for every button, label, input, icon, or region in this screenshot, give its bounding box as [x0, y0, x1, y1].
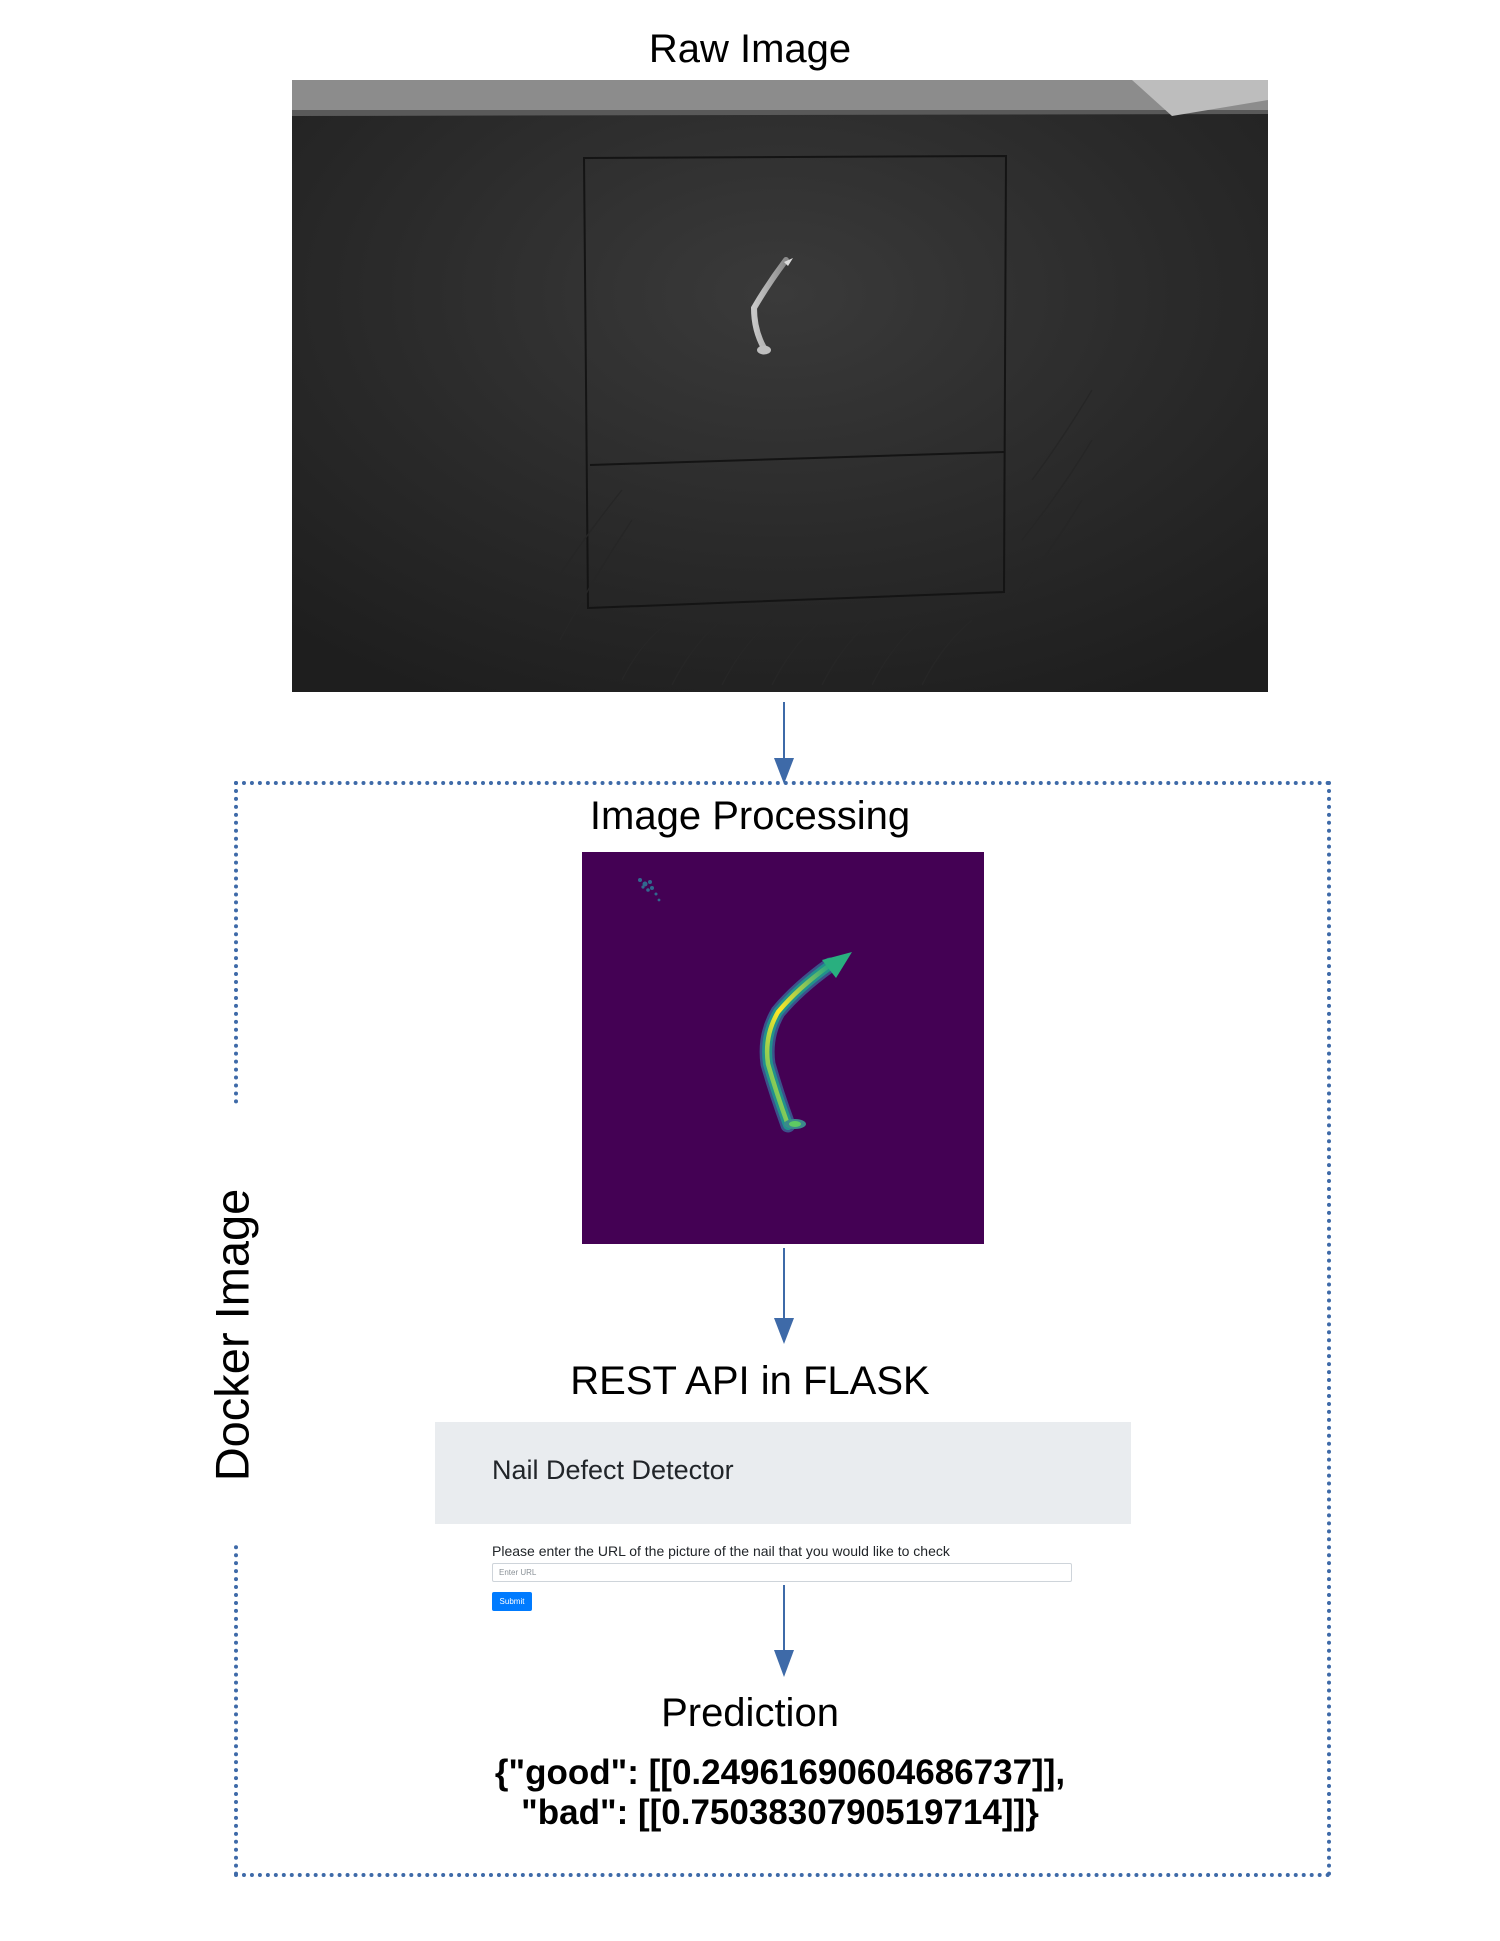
raw-image-title: Raw Image — [648, 27, 852, 71]
docker-label-gap — [206, 1104, 266, 1544]
prediction-output-line-1: {"good": [[0.24961690604686737]], — [494, 1753, 1066, 1792]
submit-button[interactable]: Submit — [492, 1592, 532, 1611]
processed-nail-image — [582, 852, 984, 1244]
flask-app-title: Nail Defect Detector — [492, 1455, 734, 1485]
arrow-raw-to-processing — [774, 702, 794, 784]
flask-app-header: Nail Defect Detector — [435, 1422, 1131, 1524]
url-input[interactable] — [492, 1563, 1072, 1582]
image-processing-title: Image Processing — [589, 794, 911, 838]
rest-api-title: REST API in FLASK — [570, 1359, 930, 1403]
docker-image-label: Docker Image — [205, 1188, 259, 1482]
url-prompt-text: Please enter the URL of the picture of t… — [492, 1543, 950, 1559]
prediction-title: Prediction — [661, 1691, 839, 1735]
prediction-output-line-2: "bad": [[0.7503830790519714]]} — [521, 1793, 1039, 1832]
raw-nail-photo — [292, 80, 1268, 692]
